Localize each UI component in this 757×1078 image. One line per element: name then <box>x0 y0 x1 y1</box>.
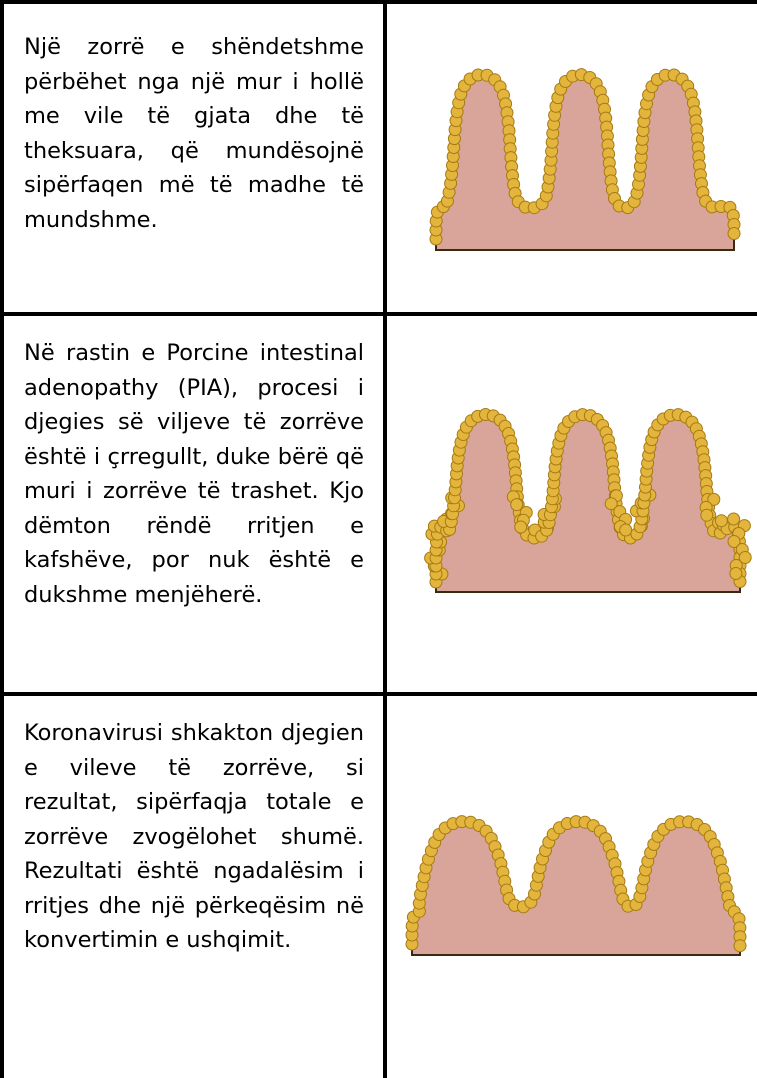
pia-thickened-villi-illustration <box>400 400 757 600</box>
row2-description: Në rastin e Porcine intestinal adenopath… <box>24 336 364 612</box>
table-border-left <box>0 0 4 1078</box>
table-border-top <box>0 0 757 4</box>
table-divider-row1 <box>0 312 757 316</box>
row1-illustration <box>400 60 757 260</box>
table-divider-row2 <box>0 692 757 696</box>
epithelial-cell <box>620 524 632 536</box>
row1-description: Një zorrë e shëndetshme përbëhet nga një… <box>24 30 364 237</box>
villus-tissue <box>412 824 740 956</box>
epithelial-cell <box>734 940 746 952</box>
row2-illustration <box>400 400 757 600</box>
epithelial-cell <box>511 499 523 511</box>
coronavirus-shortened-villi-illustration <box>400 805 757 975</box>
epithelial-cell <box>728 513 740 525</box>
epithelial-cell <box>730 568 742 580</box>
epithelial-cell <box>515 521 527 533</box>
epithelial-cell <box>701 509 713 521</box>
table-border-middle <box>383 0 387 1078</box>
villus-tissue <box>436 417 740 593</box>
epithelial-cell <box>728 228 740 240</box>
row3-description: Koronavirusi shkakton djegien e vileve t… <box>24 716 364 958</box>
healthy-villi-illustration <box>400 60 757 260</box>
row3-illustration <box>400 805 757 975</box>
epithelial-cell <box>715 515 727 527</box>
